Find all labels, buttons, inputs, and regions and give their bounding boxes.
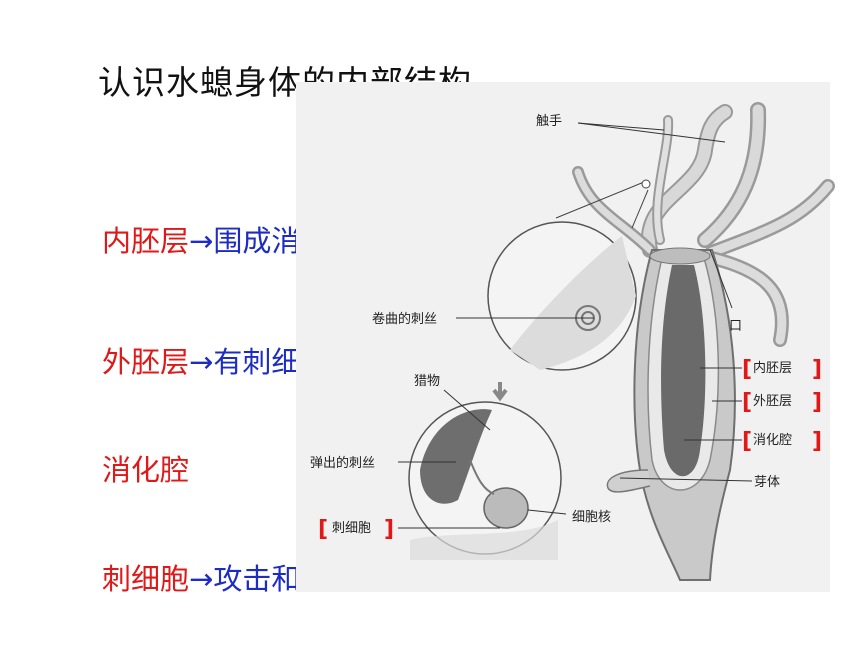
bracket-left: [ [742, 390, 752, 415]
point-term: 刺细胞 [102, 562, 190, 596]
point-term: 内胚层 [102, 224, 190, 258]
label-tentacle: 触手 [536, 114, 562, 129]
label-cavity: 消化腔 [753, 433, 792, 448]
bracket-left: [ [742, 429, 752, 454]
arrow: → [189, 345, 214, 379]
arrow: → [189, 562, 214, 596]
bracket-left: [ [318, 517, 328, 542]
label-mouth: 口 [729, 319, 742, 334]
label-ectoderm: 外胚层 [753, 394, 792, 409]
label-endoderm: 内胚层 [753, 360, 792, 376]
bracket-right: ] [384, 517, 394, 542]
label-bud: 芽体 [754, 475, 780, 490]
label-coiled-thread: 卷曲的刺丝 [372, 311, 437, 327]
bracket-right: ] [812, 429, 822, 454]
label-nucleus: 细胞核 [572, 510, 611, 525]
point-term: 外胚层 [102, 345, 190, 379]
bracket-right: ] [812, 357, 822, 382]
bracket-left: [ [742, 357, 752, 382]
bracket-right: ] [812, 390, 822, 415]
label-cnidocyte: 刺细胞 [332, 521, 371, 536]
point-term: 消化腔 [102, 453, 190, 487]
cnidocyte-magnifier [408, 382, 562, 560]
label-prey: 猎物 [414, 374, 440, 389]
leader-lines [398, 122, 753, 529]
hydra-body [606, 247, 736, 581]
label-ejected-thread: 弹出的刺丝 [310, 455, 375, 471]
point-cavity: 消化腔 [102, 447, 189, 489]
coiled-thread-magnifier [487, 179, 651, 371]
arrow: → [189, 224, 214, 258]
tentacles [572, 102, 835, 347]
